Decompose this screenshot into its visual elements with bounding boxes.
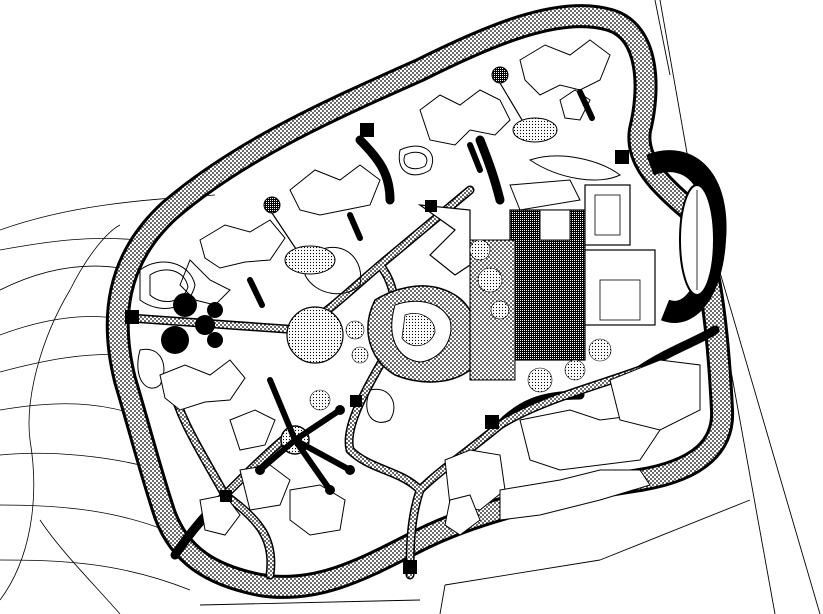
terrain-contours: [0, 194, 216, 614]
residential-blocks-north: [179, 39, 611, 306]
residential-blocks-southeast: [444, 359, 701, 536]
linear-blocks: [247, 89, 595, 308]
perimeter-ring-road-fill: [108, 7, 732, 596]
southwest-hub: [255, 377, 355, 495]
gate-markers: [125, 123, 629, 574]
clubhouse-complex: [417, 179, 656, 381]
tree-markers: [263, 66, 558, 275]
east-entrance: [646, 150, 727, 323]
planting-clusters: [309, 239, 612, 411]
water-features: [137, 145, 621, 423]
west-plaza: [161, 293, 344, 364]
residential-blocks-southwest: [159, 359, 346, 536]
central-garden: [367, 285, 477, 383]
